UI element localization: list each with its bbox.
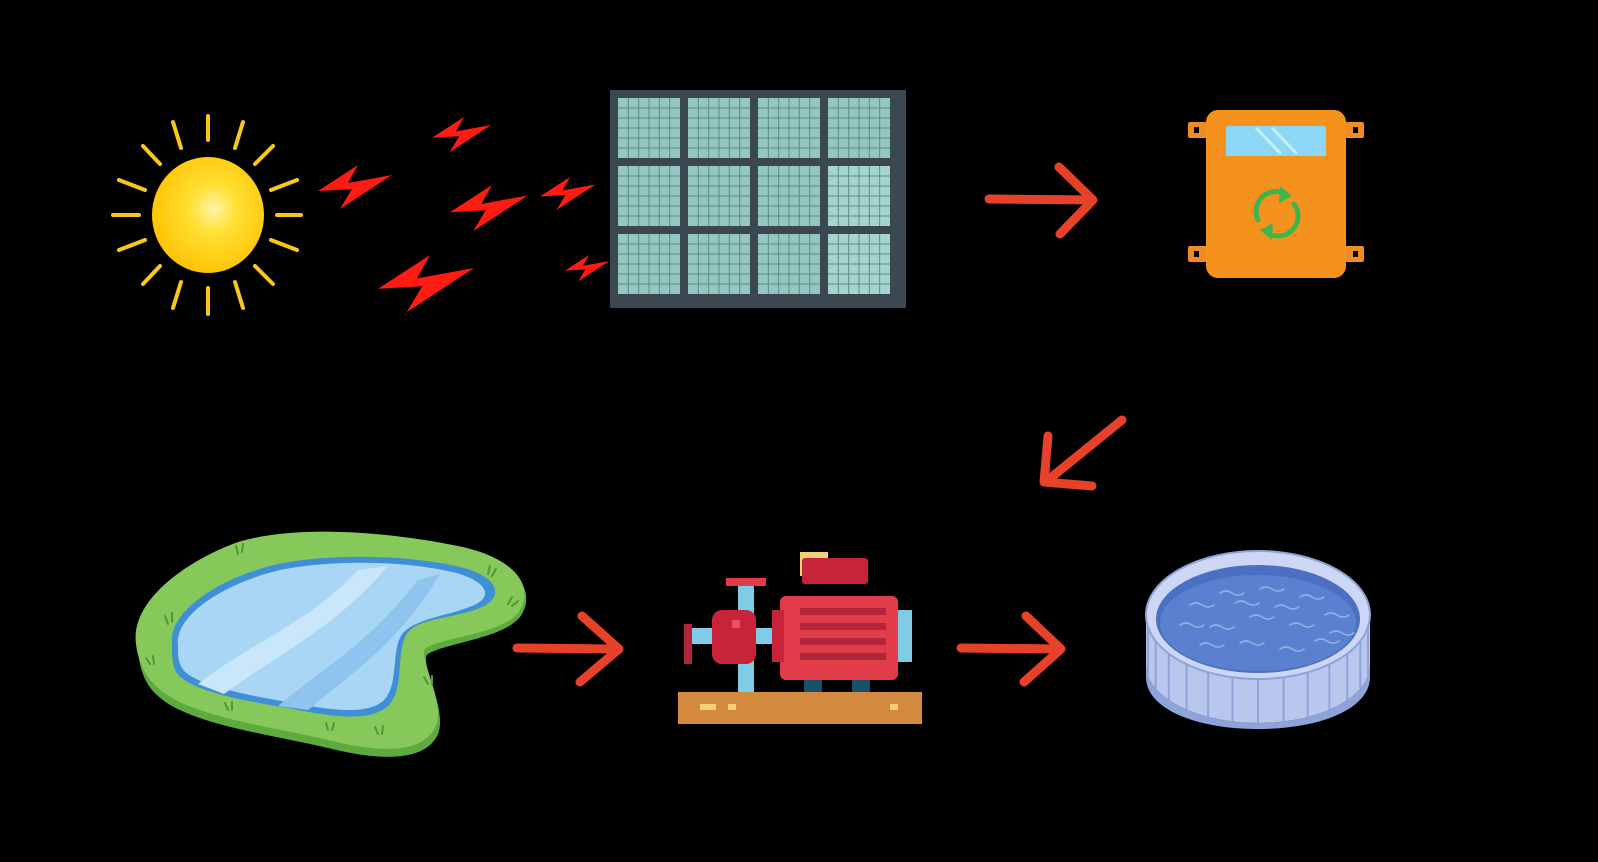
solar-cell [828, 166, 890, 226]
solar-cell [828, 98, 890, 158]
solar-cell [758, 166, 820, 226]
lightning-bolt-icon [378, 255, 475, 313]
lightning-bolt-icon [565, 255, 610, 282]
lightning-bolt-icon [540, 177, 596, 210]
solar-cell [618, 234, 680, 294]
solar-cell [618, 166, 680, 226]
lightning-bolt-icon [318, 165, 392, 209]
inverter-controller-icon [1186, 108, 1368, 280]
pond-icon [128, 531, 533, 766]
arrow-pond-to-pump [508, 606, 633, 691]
sunlight-rays [310, 105, 620, 330]
lightning-bolt-icon [450, 185, 528, 232]
solar-cell [758, 98, 820, 158]
solar-cell [828, 234, 890, 294]
solar-cell [758, 234, 820, 294]
lightning-bolt-icon [432, 117, 492, 153]
solar-cell [618, 98, 680, 158]
water-pump-icon [676, 544, 926, 734]
arrow-controller-to-pump [1030, 410, 1135, 500]
arrow-pump-to-tank [952, 606, 1077, 691]
solar-cell [688, 166, 750, 226]
solar-cell [688, 234, 750, 294]
arrow-panel-to-controller [980, 158, 1105, 243]
solar-cell [688, 98, 750, 158]
solar-panel-icon [610, 90, 906, 308]
sun-icon [105, 108, 315, 323]
water-tank-icon [1140, 545, 1376, 729]
